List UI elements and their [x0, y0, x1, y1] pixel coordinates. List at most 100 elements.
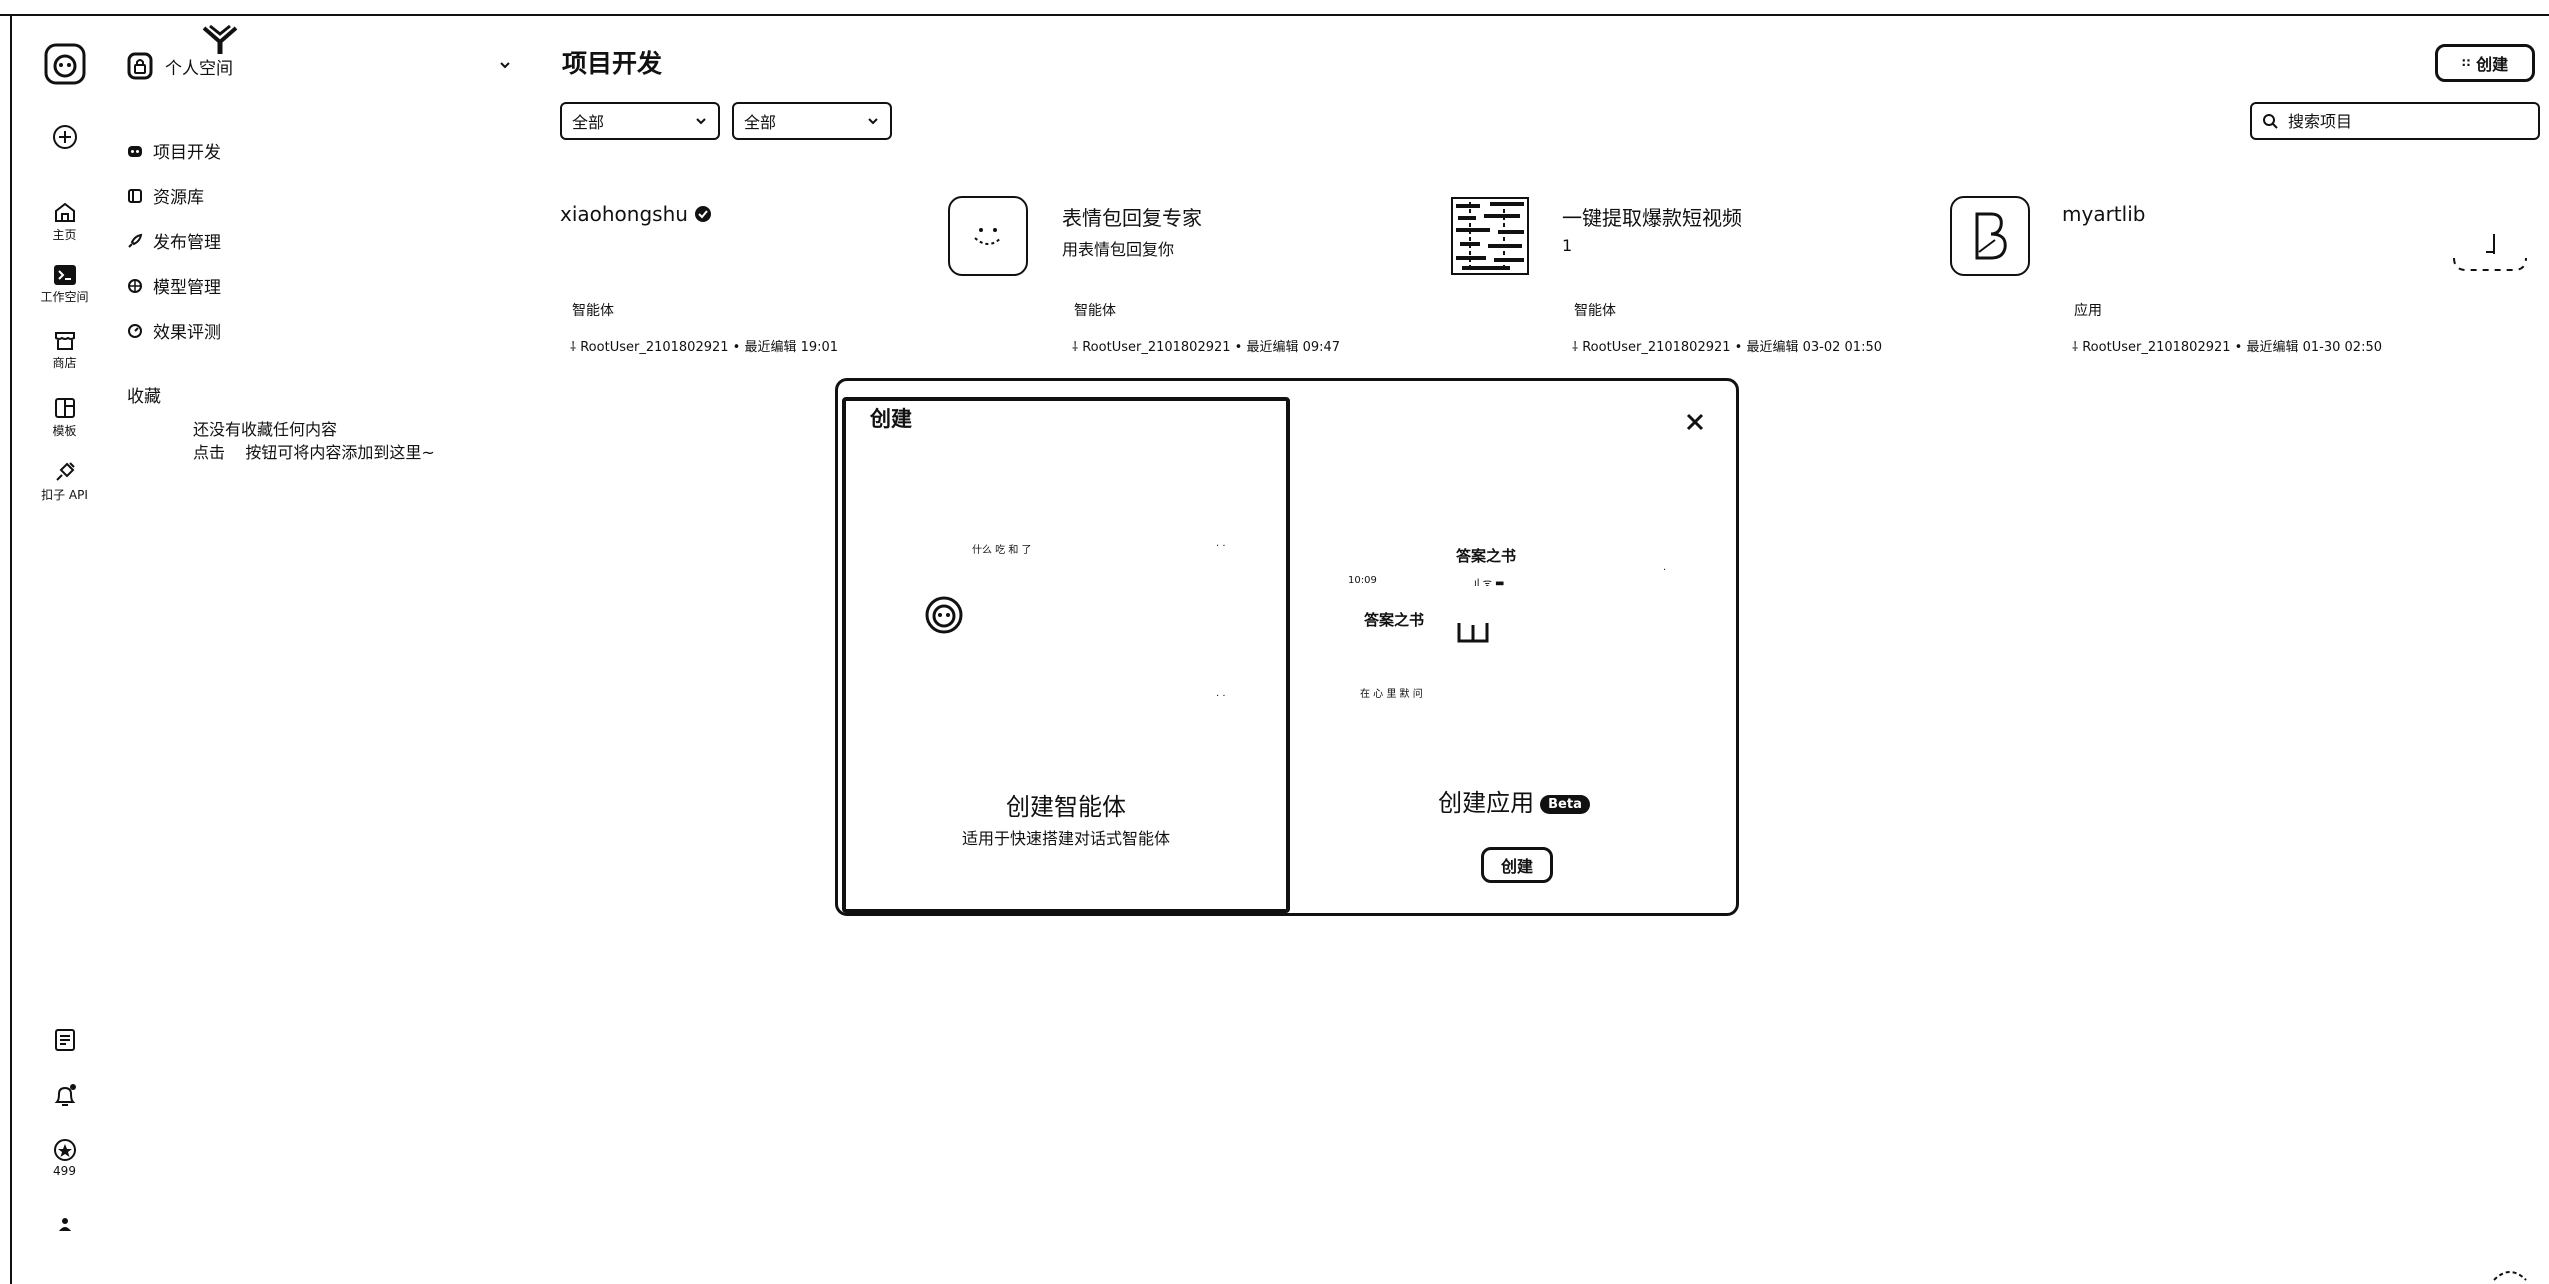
search-icon: [2263, 114, 2278, 129]
create-agent-title: 创建智能体: [1006, 793, 1126, 821]
app-preview-hint: 在 心 里 默 问: [1360, 689, 1423, 700]
card-type: 智能体: [1574, 303, 1616, 319]
create-agent-option[interactable]: 什么 吃 和 了 · · · · 创建智能体 适用于快速搭建对话式智能体: [842, 397, 1290, 913]
coze-logo-icon: [44, 43, 85, 85]
card-thumbnail: [948, 196, 1028, 276]
corner-handle-icon: [2493, 1271, 2527, 1281]
create-button[interactable]: ∷ 创建: [2435, 44, 2535, 82]
rail-template[interactable]: 模板: [12, 396, 117, 439]
window-left-border: [10, 14, 12, 1284]
chevron-down-icon: [868, 118, 878, 125]
favorites-empty-line1: 还没有收藏任何内容: [193, 420, 338, 439]
rail-store[interactable]: 商店: [12, 328, 117, 371]
sidebar-item-label: 效果评测: [153, 323, 221, 343]
workspace-name: 个人空间: [165, 58, 233, 79]
rail-api-label: 扣子 API: [41, 488, 88, 502]
create-modal: 什么 吃 和 了 · · · · 创建智能体 适用于快速搭建对话式智能体 创建 …: [835, 378, 1739, 916]
chevron-down-icon: [500, 62, 510, 69]
meta-dot: •: [1234, 340, 1247, 355]
rail-docs[interactable]: [12, 1028, 117, 1052]
search-box[interactable]: [2250, 102, 2540, 140]
app-preview-dot: ·: [1663, 565, 1667, 576]
favorites-empty-line2: 点击 按钮可将内容添加到这里~: [193, 443, 435, 462]
rail-api[interactable]: 扣子 API: [12, 460, 117, 503]
owner-icon: ⸸: [570, 340, 581, 355]
favorites-empty: 还没有收藏任何内容 点击 按钮可将内容添加到这里~: [193, 418, 435, 464]
sidebar: 个人空间 项目开发 资源库 发布管理 模型管理 效果评测 收藏 还没有收藏任何内…: [117, 16, 522, 1284]
meta-dot: •: [1734, 340, 1747, 355]
type-filter[interactable]: 全部: [560, 102, 720, 140]
sidebar-item-label: 项目开发: [153, 143, 221, 163]
sidebar-item-library[interactable]: 资源库: [127, 173, 221, 218]
b-logo-icon: [1975, 212, 2007, 260]
meta-dot: •: [732, 340, 745, 355]
grid-icon: ∷: [2461, 56, 2471, 70]
workspace-switcher[interactable]: 个人空间: [127, 46, 522, 86]
app-logo[interactable]: [12, 42, 117, 86]
card-name: 表情包回复专家: [1062, 206, 1202, 230]
icon-rail: 主页 工作空间 商店 模板 扣子 API: [12, 16, 117, 1284]
card-owner: RootUser_2101802921: [1082, 340, 1231, 355]
card-type: 智能体: [572, 303, 614, 319]
rail-workspace[interactable]: 工作空间: [12, 264, 117, 305]
page-title: 项目开发: [562, 49, 663, 78]
sidebar-item-projects[interactable]: 项目开发: [127, 128, 221, 173]
terminal-icon: [53, 265, 76, 285]
project-card[interactable]: xiaohongshu 智能体 ⸸ RootUser_2101802921 • …: [542, 180, 1042, 370]
rail-notifications[interactable]: [12, 1082, 117, 1110]
book-icon: [1457, 623, 1489, 643]
project-card[interactable]: 一键提取爆款短视频 1 智能体 ⸸ RootUser_2101802921 • …: [1544, 180, 2044, 370]
chevron-down-icon: [696, 118, 706, 125]
card-thumbnail: [1450, 196, 1530, 276]
card-owner: RootUser_2101802921: [580, 340, 729, 355]
card-thumbnail: [1950, 196, 2030, 276]
sidebar-item-evaluation[interactable]: 效果评测: [127, 308, 221, 353]
card-meta: ⸸ RootUser_2101802921 • 最近编辑 19:01: [570, 336, 838, 355]
rail-store-label: 商店: [52, 356, 77, 370]
store-icon: [54, 332, 75, 350]
project-card[interactable]: 表情包回复专家 用表情包回复你 智能体 ⸸ RootUser_210180292…: [1044, 180, 1544, 370]
app-thumb-icon: [2453, 234, 2527, 271]
favorites-title: 收藏: [127, 387, 161, 407]
card-meta: ⸸ RootUser_2101802921 • 最近编辑 03-02 01:50: [1572, 336, 1882, 355]
close-icon[interactable]: [1684, 411, 1706, 433]
agent-preview-dots-2: · ·: [1216, 691, 1226, 702]
card-owner: RootUser_2101802921: [2082, 340, 2231, 355]
card-name: 一键提取爆款短视频: [1562, 206, 1742, 230]
create-app-button[interactable]: 创建: [1481, 847, 1553, 883]
create-button-label: 创建: [2476, 55, 2509, 74]
rail-add[interactable]: [12, 124, 117, 150]
star-badge-icon: [53, 1139, 76, 1161]
bell-icon: [54, 1084, 76, 1106]
project-card[interactable]: myartlib 应用 ⸸ RootUser_2101802921 • 最近编辑…: [2044, 180, 2544, 370]
owner-icon: ⸸: [1072, 340, 1083, 355]
rail-user[interactable]: [12, 1216, 117, 1232]
card-name: myartlib: [2062, 202, 2146, 226]
rail-home[interactable]: 主页: [12, 200, 117, 243]
owner-icon: ⸸: [1572, 340, 1583, 355]
search-input[interactable]: [2286, 110, 2526, 132]
create-app-button-label: 创建: [1500, 857, 1533, 876]
lock-icon: [127, 52, 153, 80]
sidebar-item-publish[interactable]: 发布管理: [127, 218, 221, 263]
template-icon: [54, 398, 75, 418]
sidebar-item-models[interactable]: 模型管理: [127, 263, 221, 308]
plus-circle-icon: [52, 125, 77, 149]
avatar-icon: [58, 1218, 71, 1231]
rail-template-label: 模板: [52, 424, 77, 438]
card-name: xiaohongshu: [560, 202, 688, 226]
sidebar-item-label: 资源库: [153, 188, 204, 208]
document-icon: [54, 1029, 75, 1051]
sidebar-nav: 项目开发 资源库 发布管理 模型管理 效果评测: [127, 128, 221, 353]
card-desc: 1: [1562, 236, 1573, 255]
card-edited: 最近编辑 01-30 02:50: [2246, 340, 2382, 355]
card-type: 应用: [2074, 303, 2102, 319]
verified-icon: [694, 206, 711, 222]
owner-filter[interactable]: 全部: [732, 102, 892, 140]
card-edited: 最近编辑 03-02 01:50: [1746, 340, 1882, 355]
bot-avatar-icon: [925, 596, 963, 634]
rail-points[interactable]: 499: [12, 1138, 117, 1178]
window-top-border: [0, 14, 2549, 16]
meta-dot: •: [2234, 340, 2247, 355]
